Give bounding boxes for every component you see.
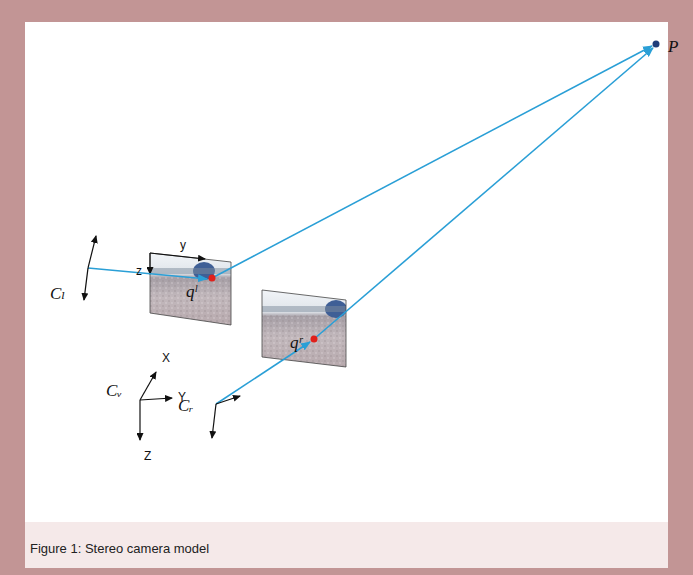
white-panel (25, 22, 668, 522)
point-label: P (668, 38, 678, 55)
image-point-label: qʳ (290, 334, 302, 351)
axis-label: Z (144, 450, 151, 462)
axis-label: y (180, 239, 186, 251)
figure-caption: Figure 1: Stereo camera model (30, 541, 209, 556)
camera-label: Cᵣ (178, 397, 194, 414)
camera-label: Cₗ (50, 285, 65, 302)
axis-label: X (162, 352, 170, 364)
camera-label: Cᵥ (106, 382, 122, 399)
axis-label: z (136, 265, 142, 277)
image-point-label: qˡ (186, 283, 197, 300)
